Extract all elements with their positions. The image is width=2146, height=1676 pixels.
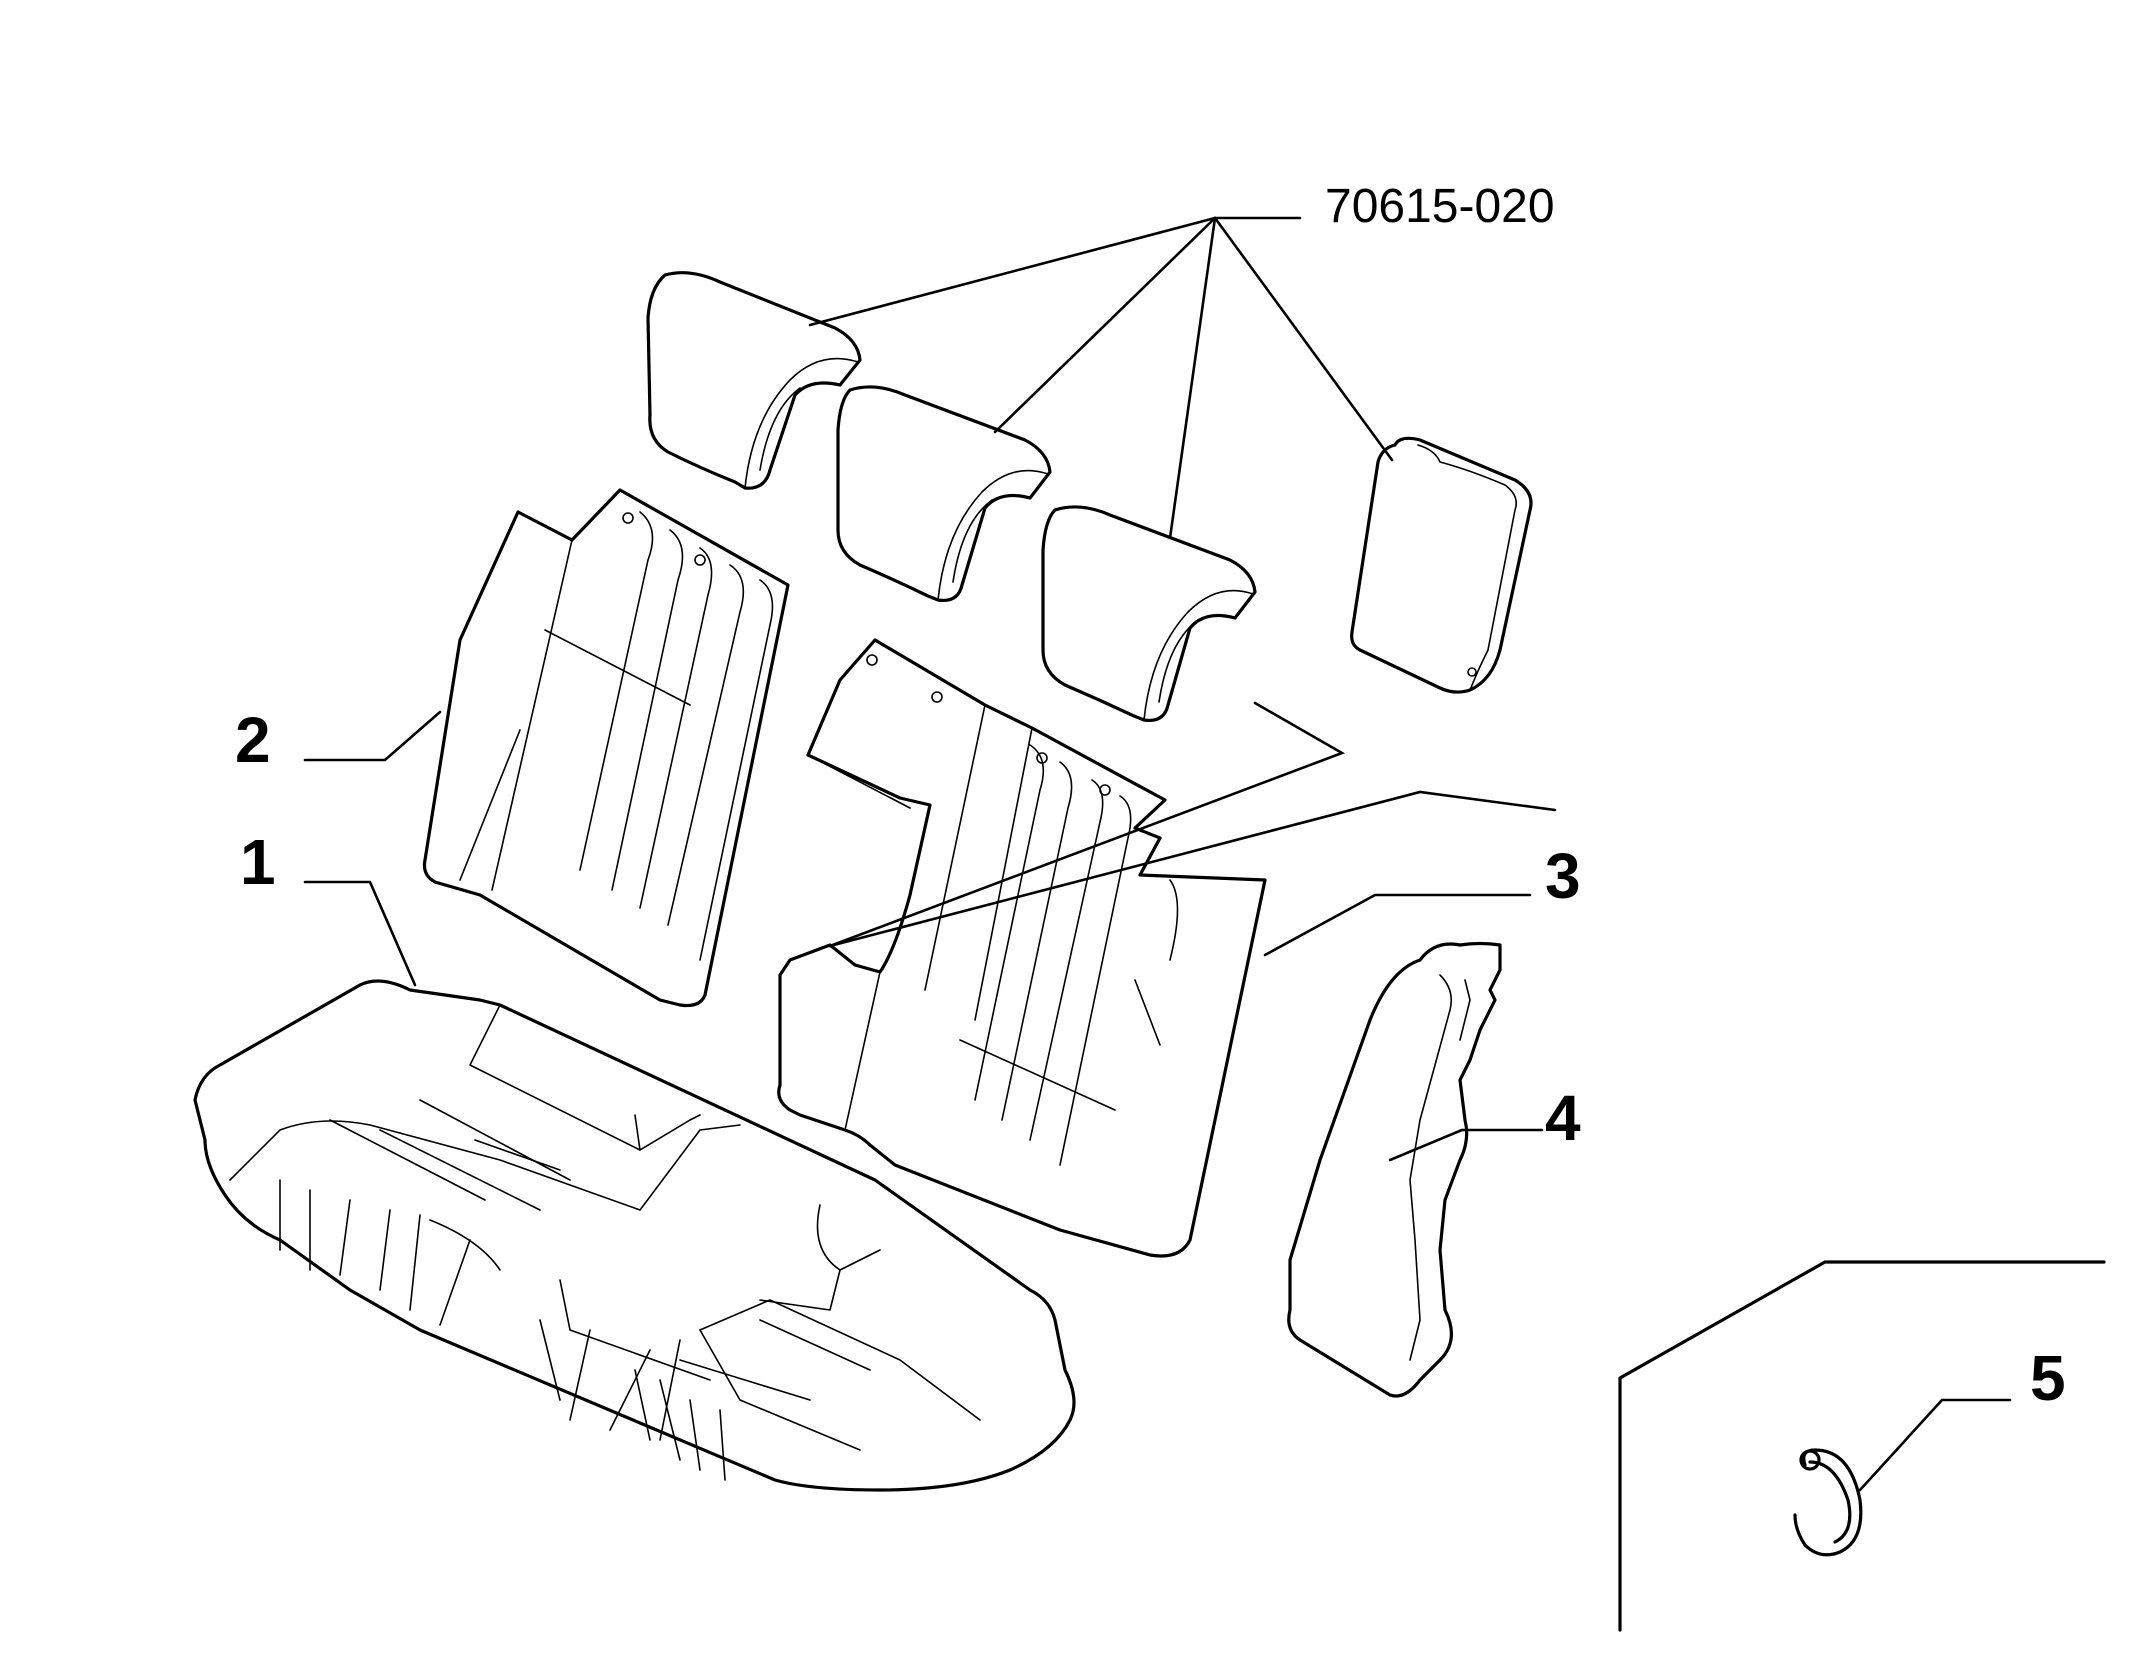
armrest (1350, 436, 1533, 694)
side-bolster (1287, 941, 1502, 1398)
headrest-middle (836, 385, 1052, 603)
callout-5: 5 (2030, 1342, 2066, 1414)
hook-clip (1793, 1448, 1863, 1557)
inset-frame (1618, 1260, 2106, 1632)
callout-4: 4 (1545, 1082, 1581, 1154)
middle-backrest-cover (777, 638, 1267, 1258)
headrest-right (1041, 505, 1257, 723)
seat-cushion-cover (193, 979, 1076, 1492)
leader-lines (303, 216, 2012, 1492)
reference-code: 70615-020 (1325, 180, 1555, 233)
headrest-left (646, 271, 862, 490)
callout-2: 2 (235, 704, 271, 776)
callout-3: 3 (1545, 840, 1581, 912)
left-backrest-cover (422, 488, 790, 1008)
callout-1: 1 (240, 826, 276, 898)
